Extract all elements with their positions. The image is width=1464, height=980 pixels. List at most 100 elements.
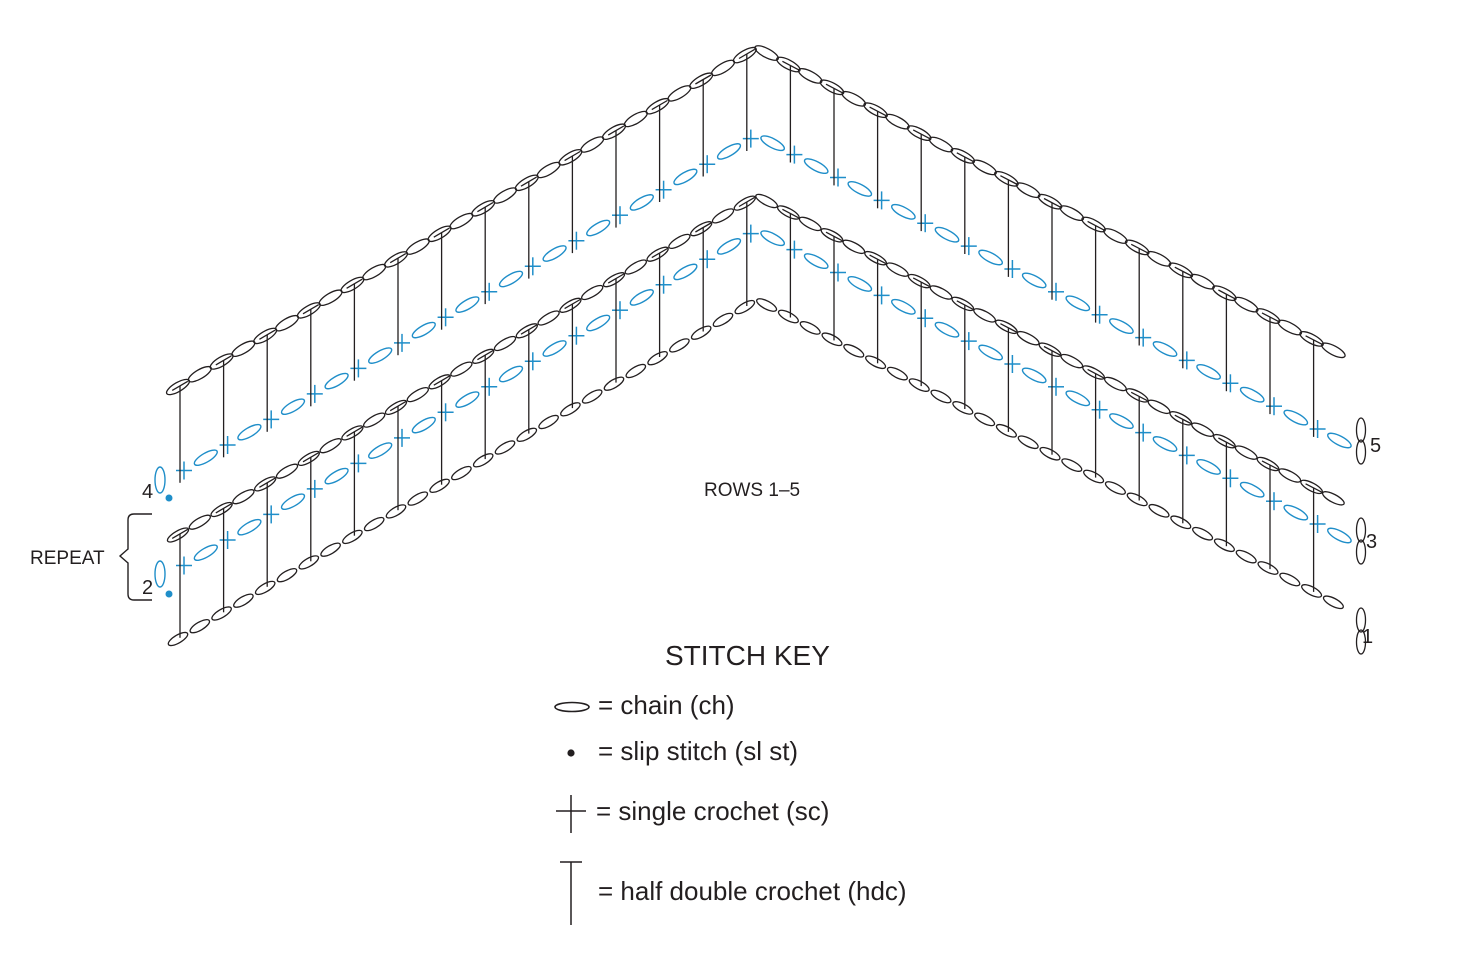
row2-chain <box>1152 436 1178 452</box>
row5-hdc-top <box>302 304 319 315</box>
row1-chain <box>886 366 908 381</box>
row2-chain <box>978 344 1004 361</box>
row5-chain <box>819 79 845 96</box>
row2-chain <box>629 289 654 306</box>
row5-chain <box>1146 250 1172 267</box>
key-single-crochet-label: = single crochet (sc) <box>596 796 830 826</box>
row5-chain <box>165 378 191 396</box>
row3-chain <box>471 348 495 364</box>
row1-chain <box>1170 515 1192 530</box>
row1-chain <box>712 312 734 328</box>
row5-chain <box>1212 285 1237 302</box>
row5-chain <box>776 56 801 73</box>
row1-chain <box>625 363 647 379</box>
row2-chain <box>237 518 262 536</box>
row2-chain <box>716 238 742 255</box>
row1-chain <box>407 491 429 506</box>
row4-chain <box>803 158 829 175</box>
row2-chain <box>1326 527 1352 544</box>
row5-chain <box>187 365 212 383</box>
row5-chain <box>906 125 932 141</box>
chain-symbol-icon <box>554 701 590 713</box>
row3-hdc-top <box>1261 460 1279 470</box>
row3-chain <box>1191 422 1215 437</box>
row-label-1: 1 <box>1362 626 1373 648</box>
row4-chain <box>890 203 916 220</box>
row5-chain <box>1124 239 1150 256</box>
row1-chain <box>1301 584 1323 598</box>
row5-chain <box>972 159 997 176</box>
row4-chain <box>368 347 393 364</box>
row3-chain <box>755 193 779 209</box>
row2-chain <box>1108 413 1134 430</box>
row5-chain <box>1059 205 1085 221</box>
turning-chain-right-2b <box>1355 439 1367 465</box>
row5-chain <box>601 123 627 140</box>
row3-chain <box>602 272 626 288</box>
row1-chain <box>974 412 996 427</box>
row5-chain <box>841 90 867 107</box>
row3-chain <box>166 527 190 543</box>
row4-chain <box>934 226 960 243</box>
row1-chain <box>756 298 778 312</box>
row5-chain <box>514 174 539 192</box>
repeat-bracket <box>118 513 152 601</box>
row4-chain <box>324 372 349 390</box>
row1-chain <box>298 555 320 570</box>
row3-chain <box>362 412 386 428</box>
row5-chain <box>950 148 976 164</box>
row5-chain <box>231 340 256 357</box>
row5-chain <box>1015 182 1041 199</box>
key-half-double-crochet-label: = half double crochet (hdc) <box>598 876 907 906</box>
row3-chain <box>341 425 364 441</box>
row3-chain <box>275 463 299 479</box>
row5-chain <box>383 251 409 268</box>
chevron-rows <box>154 45 1367 655</box>
row2-chain <box>847 275 873 292</box>
row4-chain <box>455 296 480 313</box>
row1-chain <box>603 376 625 391</box>
row1-chain <box>538 414 559 430</box>
row3-chain <box>428 374 451 390</box>
diagram-title: ROWS 1–5 <box>704 480 800 501</box>
row4-chain <box>193 449 218 467</box>
row5-chain <box>1081 216 1106 233</box>
row2-chain <box>890 298 916 315</box>
row5-chain <box>296 302 321 319</box>
row5-chain <box>994 170 1019 187</box>
row3-chain <box>188 514 212 530</box>
row5-chain <box>1037 193 1063 210</box>
row2-chain <box>1196 458 1222 475</box>
row4-chain <box>498 270 524 288</box>
row3-hdc-top <box>738 196 755 208</box>
row5-chain <box>405 238 430 255</box>
row1-chain <box>320 542 341 557</box>
row1-chain <box>799 321 821 335</box>
stitch-key-title: STITCH KEY <box>665 640 830 671</box>
row5-chain <box>1190 273 1215 290</box>
row1-chain <box>189 619 211 634</box>
row2-chain <box>455 391 480 408</box>
row2-chain <box>498 365 524 383</box>
row3-chain <box>1016 330 1040 346</box>
row3-chain <box>580 284 604 301</box>
row3-chain <box>1147 399 1171 415</box>
row2-chain <box>760 230 786 247</box>
row1-chain <box>233 593 254 608</box>
row5-chain <box>492 187 518 204</box>
row5-chain <box>754 45 779 61</box>
row5-hdc-top <box>1130 243 1148 254</box>
row1-chain <box>821 332 843 347</box>
row1-chain <box>472 453 494 468</box>
row4-chain <box>978 249 1004 266</box>
row5-chain <box>427 225 452 243</box>
row3-chain <box>319 438 342 454</box>
row1-chain <box>647 351 668 366</box>
row1-chain <box>1192 526 1214 541</box>
row5-chain <box>362 263 387 281</box>
row2-chain <box>280 493 306 511</box>
row3-chain <box>1234 445 1258 460</box>
row4-chain <box>237 423 262 441</box>
row4-chain <box>1196 363 1222 380</box>
row3-chain <box>253 476 277 492</box>
